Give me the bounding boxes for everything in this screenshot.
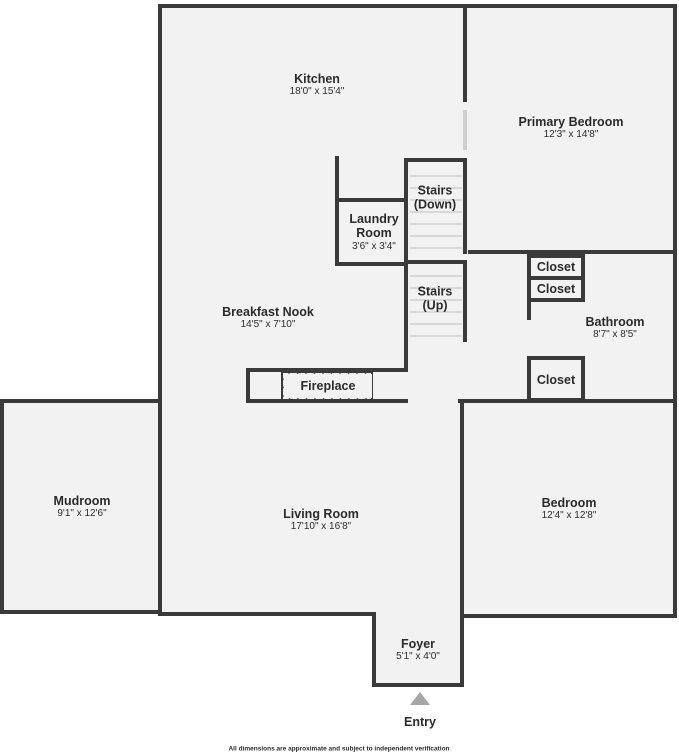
room-dims: 12'3" x 14'8" (543, 129, 599, 141)
room-primary-bedroom: Primary Bedroom 12'3" x 14'8" (519, 115, 624, 141)
room-dims: 8'7" x 8'5" (593, 329, 637, 341)
room-name: Living Room (283, 507, 359, 522)
room-name: Breakfast Nook (222, 305, 314, 320)
walls (0, 4, 677, 687)
floor-area (2, 6, 675, 685)
room-name: Bathroom (585, 315, 645, 330)
room-name: Closet (536, 259, 576, 274)
room-closet-1: Closet (537, 260, 575, 274)
room-name: Bedroom (541, 496, 597, 511)
room-mudroom: Mudroom 9'1" x 12'6" (54, 494, 111, 520)
room-foyer: Foyer 5'1" x 4'0" (396, 637, 440, 663)
room-bathroom: Bathroom 8'7" x 8'5" (585, 315, 644, 341)
room-stairs-up: Stairs (Up) (418, 285, 453, 314)
room-dims: 5'1" x 4'0" (396, 651, 440, 663)
room-closet-2: Closet (537, 282, 575, 296)
room-dims: 18'0" x 15'4" (289, 86, 345, 98)
room-name: Laundry Room (349, 211, 399, 241)
room-breakfast-nook: Breakfast Nook 14'5" x 7'10" (222, 305, 314, 331)
entry-label: Entry (404, 715, 436, 729)
stairs-treads (410, 175, 462, 337)
room-name: Closet (536, 372, 576, 387)
dimensions-disclaimer: All dimensions are approximate and subje… (228, 745, 450, 753)
room-stairs-down: Stairs (Down) (414, 184, 456, 213)
room-living-room: Living Room 17'10" x 16'8" (283, 507, 359, 533)
room-name: Foyer (400, 637, 436, 652)
room-dims: 17'10" x 16'8" (290, 521, 352, 533)
room-dims: 3'6" x 3'4" (352, 240, 396, 252)
room-kitchen: Kitchen 18'0" x 15'4" (290, 72, 345, 98)
room-laundry: Laundry Room 3'6" x 3'4" (349, 212, 398, 252)
room-bedroom: Bedroom 12'4" x 12'8" (542, 496, 597, 522)
room-name: Stairs (Up) (417, 284, 453, 313)
room-name: Kitchen (294, 72, 340, 87)
room-dims: 9'1" x 12'6" (57, 508, 107, 520)
room-name: Closet (536, 281, 576, 296)
room-dims: 12'4" x 12'8" (541, 510, 597, 522)
room-name: Stairs (Down) (413, 183, 457, 212)
room-dims: 14'5" x 7'10" (240, 319, 296, 331)
room-name: Mudroom (53, 494, 111, 509)
room-closet-3: Closet (537, 373, 575, 387)
room-name: Primary Bedroom (518, 115, 624, 130)
entry-arrow-icon (410, 692, 430, 705)
fireplace-label: Fireplace (284, 374, 372, 398)
